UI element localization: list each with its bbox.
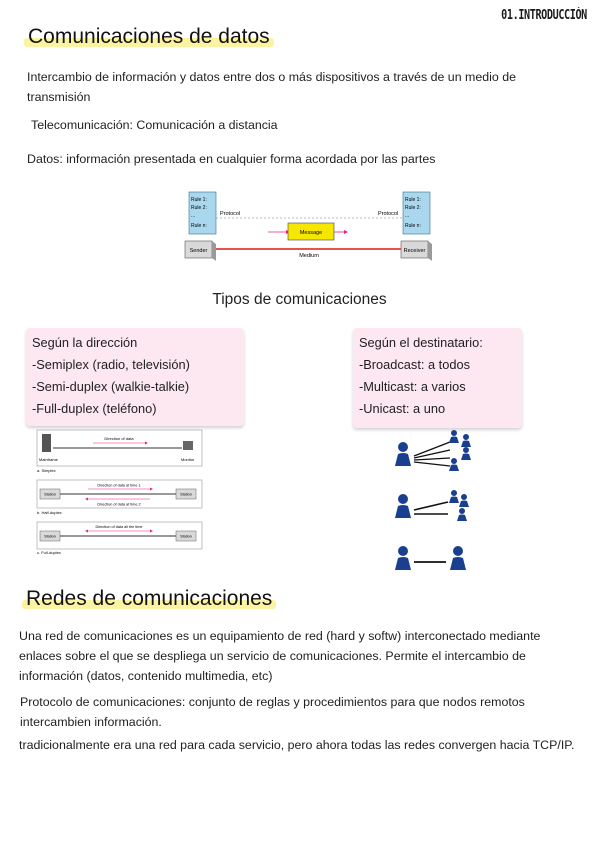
receiver-rule-2: Rule 2: [405,205,421,211]
sender-rule-dots: ... [191,213,195,219]
simplex-caption: a. Simplex [37,468,56,473]
card-recipient-heading: Según el destinatario: [359,335,483,350]
half-arrow-1-head [150,487,153,491]
paragraph-protocol: Protocolo de comunicaciones: conjunto de… [20,695,525,729]
half-left-label: Station [44,493,56,497]
message-arrow-out-head [344,230,348,234]
unicast-icon [395,546,466,570]
title-text: Redes de comunicaciones [26,587,273,610]
full-arrow-head-right [150,529,153,533]
receiver-rules-box [402,191,431,235]
duplex-diagrams: Mainframe Monitor Direction of data a. S… [36,429,203,555]
card-direction-item-2: -Semi-duplex (walkie-talkie) [32,379,190,394]
paragraph-network-definition: Una red de comunicaciones es un equipami… [19,629,541,683]
simplex-left-label: Mainframe [39,457,59,462]
receiver-rule-n: Rule n: [405,223,421,229]
half-label-2: Direction of data at time 2 [97,503,140,507]
sender-rule-1: Rule 1: [191,197,207,203]
receiver-box-side [428,241,432,261]
half-duplex-caption: b. Half-duplex [37,510,62,515]
types-title: Tipos de comunicaciones [212,291,387,308]
card-direction: Según la dirección -Semiplex (radio, tel… [26,328,244,426]
receiver-rule-1: Rule 1: [405,197,421,203]
simplex-direction-head [145,441,148,445]
card-direction-item-3: -Full-duplex (teléfono) [32,401,157,416]
recipient-icons [395,430,471,570]
full-label: Direction of data all the time [95,525,142,529]
card-recipient-item-3: -Unicast: a uno [359,401,446,416]
mainframe-icon [42,434,51,452]
medium-label: Medium [299,253,319,259]
section-tag: 01.INTRODUCCIÓN [501,8,587,23]
card-recipient-item-1: -Broadcast: a todos [359,357,470,372]
broadcast-icon [395,430,471,471]
sender-rule-n: Rule n: [191,223,207,229]
paragraph-definition: Intercambio de información y datos entre… [27,70,517,104]
card-direction-item-1: -Semiplex (radio, televisión) [32,357,190,372]
protocol-label-left: Protocol [220,211,240,217]
multicast-icon [395,490,469,521]
full-left-label: Station [44,535,56,539]
section-title-networks: Redes de comunicaciones [22,587,277,611]
full-right-label: Station [180,535,192,539]
title-text: Comunicaciones de datos [28,25,270,48]
receiver-rule-dots: ... [405,213,409,219]
message-label: Message [300,230,322,236]
sender-rule-2: Rule 2: [191,205,207,211]
section-title-data-communications: Comunicaciones de datos [24,25,274,49]
paragraph-data: Datos: información presentada en cualqui… [27,152,436,166]
simplex-direction-label: Direction of data [104,436,134,441]
protocol-diagram: Rule 1: Rule 2: ... Rule n: Rule 1: Rule… [184,191,432,261]
sender-box-side [212,241,216,261]
card-recipient: Según el destinatario: -Broadcast: a tod… [353,328,522,428]
sender-label: Sender [190,248,208,254]
message-box [287,222,335,241]
half-right-label: Station [180,493,192,497]
card-direction-heading: Según la dirección [32,335,138,350]
half-label-1: Direction of data at time 1 [97,484,140,488]
paragraph-telecom: Telecomunicación: Comunicación a distanc… [31,118,278,132]
monitor-icon [183,441,193,450]
protocol-label-right: Protocol [378,211,398,217]
full-arrow-head-left [85,529,88,533]
simplex-right-label: Monitor [181,457,195,462]
card-recipient-item-2: -Multicast: a varios [359,379,466,394]
receiver-label: Receiver [404,248,426,254]
half-arrow-2-head [85,497,88,501]
full-duplex-caption: c. Full-duplex [37,550,61,555]
paragraph-convergence: tradicionalmente era una red para cada s… [19,738,575,752]
sender-rules-box [188,191,217,235]
